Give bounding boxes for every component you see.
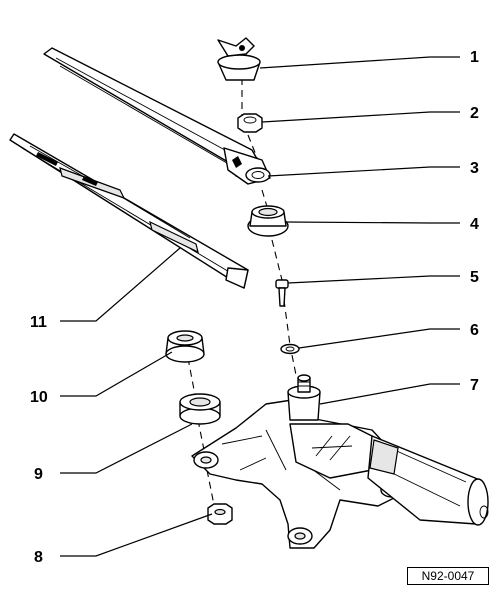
callout-number-8: 8 [34,549,43,566]
assembly-axis-mount [187,357,215,506]
leader-line-1 [259,56,460,69]
callout-number-6: 6 [470,322,479,339]
callout-number-1: 1 [470,49,479,66]
leader-line-4 [285,221,460,224]
cap-part [217,37,261,81]
wiper-blade-part [9,133,249,289]
assembly-axis-main [241,78,297,376]
wiper-arm-part [43,47,271,185]
callout-number-2: 2 [470,105,479,122]
leader-line-7 [319,383,460,405]
callout-number-4: 4 [470,216,479,233]
seal-bush-part [247,205,289,237]
leader-line-8 [60,513,213,557]
callout-number-10: 10 [30,389,48,406]
callout-number-5: 5 [470,269,479,286]
callout-number-7: 7 [470,377,479,394]
leader-line-9 [60,423,193,474]
washer-part [280,343,300,355]
leader-line-10 [60,351,173,397]
grommet-part [165,330,205,363]
callout-number-3: 3 [470,160,479,177]
leader-line-5 [287,275,460,284]
leader-line-2 [261,111,460,123]
callout-number-9: 9 [34,466,43,483]
leader-line-6 [298,328,460,349]
reference-code-label: N92-0047 [407,567,489,585]
callout-number-11: 11 [30,314,47,331]
leader-line-11 [60,247,181,322]
nut-part [237,113,263,133]
rubber-mount-part [179,393,221,425]
wiper-motor-part [191,374,489,549]
pin-part [275,279,289,307]
mounting-nut-part [207,503,233,525]
leader-line-3 [267,166,460,177]
